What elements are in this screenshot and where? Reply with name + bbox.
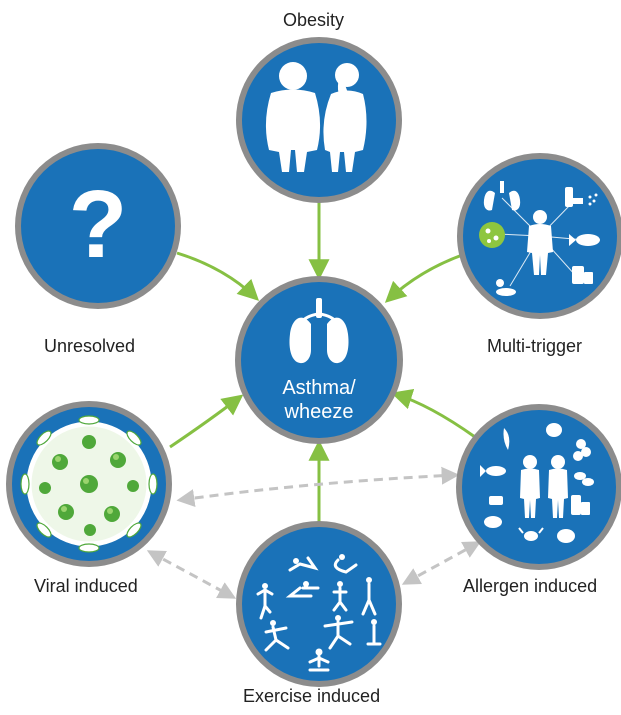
label-exercise: Exercise induced bbox=[243, 686, 381, 706]
exercise-poses-icon bbox=[256, 554, 382, 672]
gray-dashed-arrows bbox=[146, 466, 482, 599]
arrow-unresolved-to-center bbox=[176, 251, 260, 301]
center-label-line2: wheeze bbox=[284, 401, 354, 423]
node-obesity bbox=[236, 37, 402, 203]
center-node-asthma bbox=[235, 276, 403, 444]
virus-icon bbox=[20, 415, 158, 553]
arrow-viral-to-center bbox=[169, 394, 244, 449]
multi-trigger-icon bbox=[479, 181, 600, 296]
label-unresolved: Unresolved bbox=[44, 336, 136, 356]
node-unresolved: ? bbox=[15, 143, 181, 309]
node-allergen bbox=[456, 404, 621, 570]
label-allergen: Allergen induced bbox=[463, 576, 598, 596]
arrow-allergen-to-center bbox=[390, 389, 476, 439]
dashed-arrow-viral-allergen bbox=[176, 466, 460, 507]
question-mark-icon: ? bbox=[69, 171, 128, 278]
node-viral bbox=[6, 401, 172, 567]
allergen-icon bbox=[480, 423, 594, 543]
lungs-icon bbox=[289, 298, 349, 364]
arrow-multitrigger-to-center bbox=[384, 252, 466, 303]
center-label-line1: Asthma/ bbox=[282, 377, 356, 399]
node-multitrigger bbox=[457, 153, 621, 319]
label-obesity: Obesity bbox=[283, 10, 345, 30]
obese-figures-icon bbox=[265, 62, 367, 172]
dashed-arrow-viral-exercise bbox=[146, 550, 237, 599]
node-exercise bbox=[236, 521, 402, 687]
label-multitrigger: Multi-trigger bbox=[487, 336, 583, 356]
label-viral: Viral induced bbox=[34, 576, 138, 596]
